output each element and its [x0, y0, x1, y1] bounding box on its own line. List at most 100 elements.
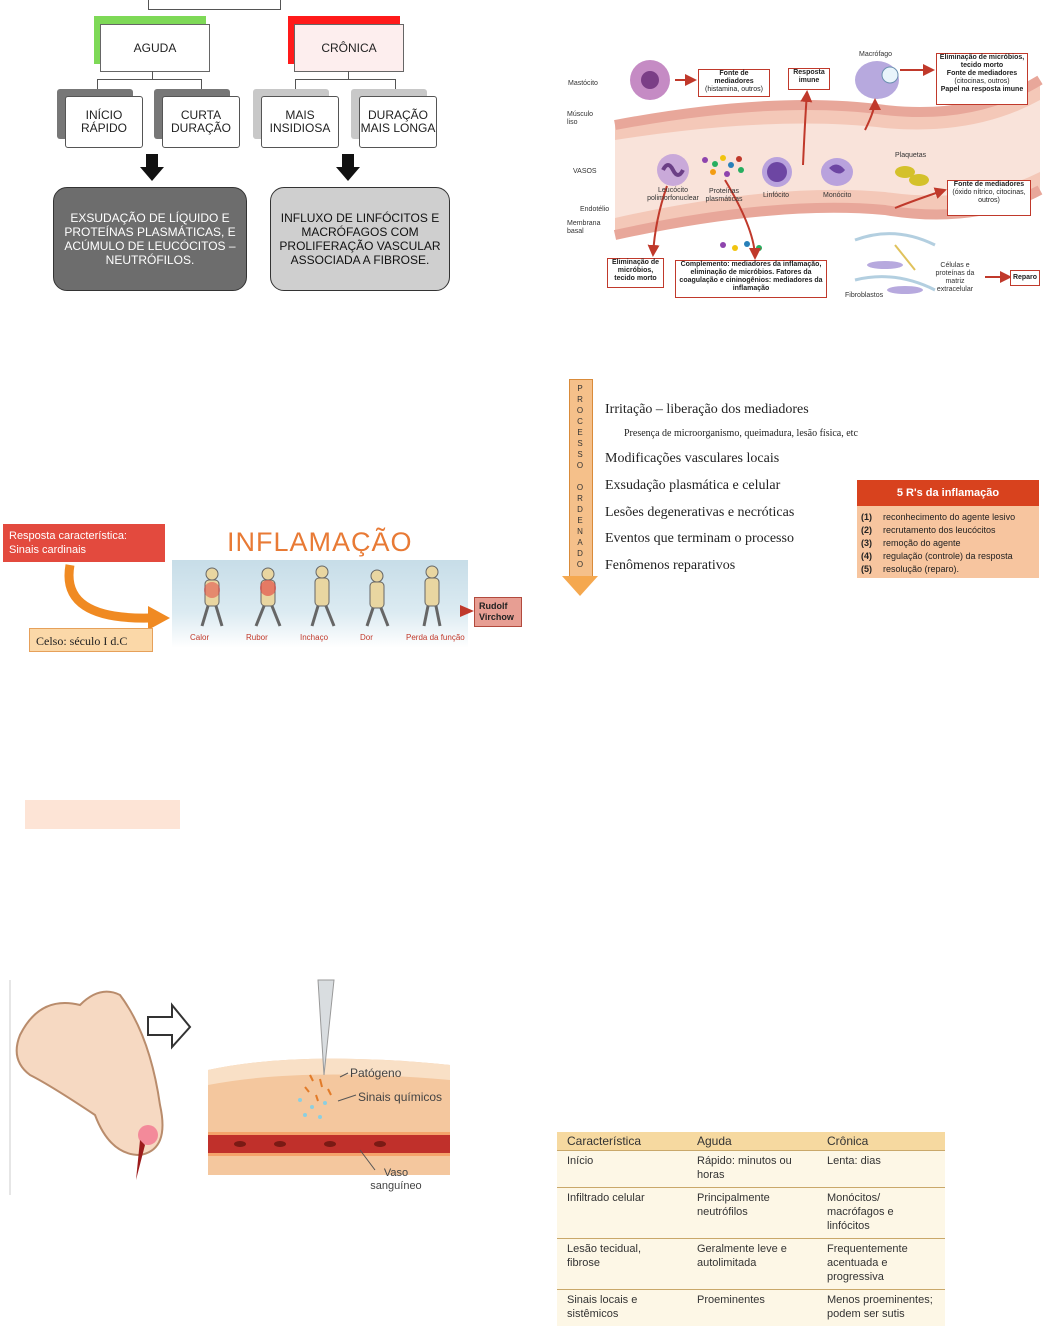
five-rs-item: (4)regulação (controle) da resposta	[857, 550, 1039, 563]
five-rs-box: 5 R's da inflamação (1)reconhecimento do…	[857, 480, 1039, 578]
vertical-letter: D	[569, 548, 591, 559]
five-rs-text: reconhecimento do agente lesivo	[883, 511, 1015, 524]
box-fonte1-title: Fonte de mediadores	[699, 70, 769, 86]
box-fonte1-sub: (histamina, outros)	[705, 86, 763, 93]
process-item-4: Lesões degenerativas e necróticas	[605, 505, 794, 521]
cardinal-sign-label: Rubor	[246, 633, 268, 642]
vertical-letter: O	[569, 460, 591, 471]
table-cell: Geralmente leve e autolimitada	[687, 1239, 817, 1290]
box-fonte2-sub: (óxido nítrico, citocinas, outros)	[952, 189, 1025, 204]
label-vasos: VASOS	[573, 168, 597, 176]
five-rs-text: recrutamento dos leucócitos	[883, 524, 996, 537]
pathogen-illustration: Patógeno Sinais químicos Vaso sanguíneo	[0, 975, 470, 1200]
five-rs-list: (1)reconhecimento do agente lesivo(2)rec…	[857, 506, 1039, 576]
box-resposta-imune: Resposta imune	[788, 68, 830, 90]
virchow-box: Rudolf Virchow	[474, 597, 522, 627]
table-header: Aguda	[687, 1132, 817, 1151]
process-item-1-detail: Presença de microorganismo, queimadura, …	[624, 428, 858, 439]
five-rs-text: regulação (controle) da resposta	[883, 550, 1013, 563]
five-rs-number: (5)	[857, 563, 883, 576]
acute-sub-onset: INÍCIO RÁPIDO	[65, 96, 143, 148]
five-rs-number: (1)	[857, 511, 883, 524]
box-fonte-mediadores-2: Fonte de mediadores (óxido nítrico, cito…	[947, 180, 1031, 216]
label-endotelio: Endotélio	[580, 206, 609, 214]
chronic-sub-duration: DURAÇÃO MAIS LONGA	[359, 96, 437, 148]
vertical-letter: E	[569, 427, 591, 438]
table-cell: Rápido: minutos ou horas	[687, 1151, 817, 1188]
vertical-letter: P	[569, 383, 591, 394]
virchow-arrow	[460, 605, 474, 617]
table-cell: Principalmente neutrófilos	[687, 1188, 817, 1239]
table-cell: Sinais locais e sistêmicos	[557, 1290, 687, 1326]
table-header: Crônica	[817, 1132, 945, 1151]
acute-title: AGUDA	[100, 24, 210, 72]
process-item-1: Irritação – liberação dos mediadores	[605, 402, 809, 418]
empty-highlight-bar	[25, 800, 180, 829]
vertical-letter: O	[569, 482, 591, 493]
cardinal-sign-label: Perda da função	[406, 633, 465, 642]
five-rs-item: (3)remoção do agente	[857, 537, 1039, 550]
label-monocito: Monócito	[823, 192, 851, 200]
table-cell: Início	[557, 1151, 687, 1188]
label-proteinas: Proteínas plasmáticas	[703, 188, 745, 204]
label-membrana: Membrana basal	[567, 220, 607, 236]
table-header: Característica	[557, 1132, 687, 1151]
chronic-sub-onset: MAIS INSIDIOSA	[261, 96, 339, 148]
five-rs-number: (3)	[857, 537, 883, 550]
vertical-letter: N	[569, 526, 591, 537]
acute-result: EXSUDAÇÃO DE LÍQUIDO E PROTEÍNAS PLASMÁT…	[53, 187, 247, 291]
vertical-letter: C	[569, 416, 591, 427]
cardinal-response-box: Resposta característica: Sinais cardinai…	[3, 524, 165, 562]
box-fonte-mediadores-1: Fonte de mediadores (histamina, outros)	[698, 69, 770, 97]
cardinal-sign-label: Dor	[360, 633, 373, 642]
celso-box: Celso: século I d.C	[29, 628, 153, 652]
five-rs-item: (2)recrutamento dos leucócitos	[857, 524, 1039, 537]
chronic-title: CRÔNICA	[294, 24, 404, 72]
inflamacao-title: INFLAMAÇÃO	[227, 527, 413, 558]
box-fonte2-title: Fonte de mediadores	[948, 181, 1030, 189]
five-rs-item: (5)resolução (reparo).	[857, 563, 1039, 576]
table-cell: Menos proeminentes; podem ser sutis	[817, 1290, 945, 1326]
vertical-letter: D	[569, 504, 591, 515]
vertical-letter: E	[569, 515, 591, 526]
box-macro-2: Fonte de mediadores	[937, 70, 1027, 78]
table-cell: Infiltrado celular	[557, 1188, 687, 1239]
label-linfocito: Linfócito	[763, 192, 789, 200]
label-patogeno: Patógeno	[350, 1066, 401, 1080]
box-macro-1: Eliminação de micróbios, tecido morto	[937, 54, 1027, 70]
five-rs-text: remoção do agente	[883, 537, 961, 550]
chronic-result: INFLUXO DE LINFÓCITOS E MACRÓFAGOS COM P…	[270, 187, 450, 291]
vertical-letter: R	[569, 394, 591, 405]
table-cell: Monócitos/ macrófagos e linfócitos	[817, 1188, 945, 1239]
label-musculo: Músculo liso	[567, 111, 597, 127]
vertical-letter: O	[569, 559, 591, 570]
process-item-6: Fenômenos reparativos	[605, 558, 735, 574]
five-rs-text: resolução (reparo).	[883, 563, 959, 576]
label-celulas: Células e proteínas da matriz extracelul…	[927, 262, 983, 294]
vertical-letter: O	[569, 405, 591, 416]
vertical-letter	[569, 471, 591, 482]
label-mastocito: Mastócito	[568, 80, 598, 88]
table-header-row: Característica Aguda Crônica	[557, 1132, 945, 1151]
label-plaquetas: Plaquetas	[895, 152, 926, 160]
process-item-3: Exsudação plasmática e celular	[605, 478, 780, 494]
box-macro-2sub: (citocinas, outros)	[954, 78, 1009, 85]
process-item-5: Eventos que terminam o processo	[605, 531, 794, 547]
table-cell: Lenta: dias	[817, 1151, 945, 1188]
five-rs-number: (2)	[857, 524, 883, 537]
acute-sub-duration: CURTA DURAÇÃO	[162, 96, 240, 148]
label-fibroblastos: Fibroblastos	[845, 292, 883, 300]
cardinal-sign-label: Calor	[190, 633, 209, 642]
label-leucocito: Leucócito polimorfonuclear	[647, 187, 699, 203]
five-rs-number: (4)	[857, 550, 883, 563]
box-macrofago: Eliminação de micróbios, tecido morto Fo…	[936, 53, 1028, 105]
vertical-letter: S	[569, 438, 591, 449]
box-eliminacao: Eliminação de micróbios, tecido morto	[607, 258, 664, 288]
vessel-diagram: Mastócito Músculo liso VASOS Endotélio M…	[555, 40, 1044, 310]
five-rs-title: 5 R's da inflamação	[857, 480, 1039, 506]
process-item-2: Modificações vasculares locais	[605, 451, 779, 467]
